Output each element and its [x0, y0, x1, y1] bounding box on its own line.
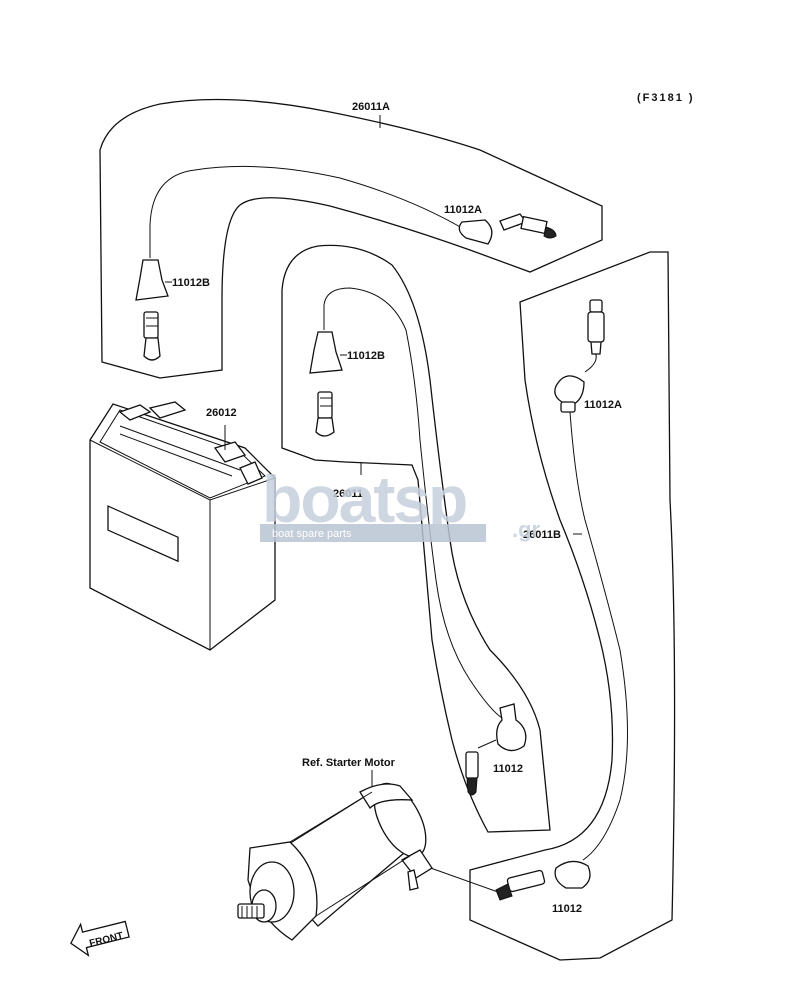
label-11012b-mid: 11012B	[347, 350, 385, 362]
label-11012a-top: 11012A	[444, 204, 482, 216]
front-arrow-icon	[70, 920, 130, 957]
label-11012-lower-right: 11012	[552, 903, 582, 915]
watermark-suffix: .gr	[512, 517, 541, 542]
harness-26011a	[99, 98, 603, 379]
watermark: boatsp .gr boat spare parts	[260, 462, 541, 542]
watermark-brand: boatsp	[262, 462, 466, 536]
label-11012-lower-mid: 11012	[493, 763, 523, 775]
harness-26011	[281, 244, 551, 833]
harness-26011b	[469, 251, 676, 961]
starter-motor	[237, 782, 433, 941]
label-11012a-right: 11012A	[584, 399, 622, 411]
battery-26012	[89, 401, 276, 651]
starter-ref-label: Ref. Starter Motor	[302, 757, 396, 769]
watermark-tagline: boat spare parts	[272, 528, 352, 540]
label-26011a: 26011A	[352, 101, 390, 113]
cap-11012b-top	[135, 259, 169, 361]
label-26012: 26012	[206, 407, 237, 419]
cap-11012a-top	[458, 213, 557, 245]
label-26011b: 26011B	[523, 529, 561, 541]
figure-code: (F3181 )	[637, 92, 695, 104]
cap-11012-lower-mid	[465, 703, 527, 796]
cap-11012b-mid	[309, 331, 343, 437]
cap-11012a-right	[554, 299, 605, 413]
label-26011: 26011	[333, 488, 363, 500]
cap-11012-lower-right	[495, 860, 591, 901]
label-11012b-top: 11012B	[172, 277, 210, 289]
